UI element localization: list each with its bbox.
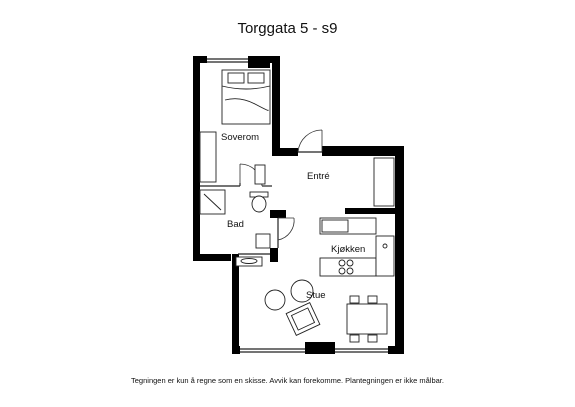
- wall-bottom-mid: [305, 342, 335, 354]
- room-label-entre: Entré: [307, 171, 330, 182]
- wall-bottom-left: [232, 346, 240, 354]
- bed-pillow-left: [227, 72, 245, 84]
- plan-title: Torggata 5 - s9: [237, 20, 338, 37]
- armchair: [285, 302, 321, 336]
- dining-chair: [367, 295, 378, 304]
- bedroom-furniture: [199, 69, 271, 185]
- shelf: [254, 164, 266, 185]
- wall-right: [395, 146, 404, 354]
- bath-fixtures: [199, 189, 271, 267]
- room-label-kjokken: Kjøkken: [331, 244, 366, 255]
- toilet-bowl: [251, 195, 267, 213]
- room-label-stue: Stue: [306, 290, 326, 301]
- chair-round-1: [264, 289, 286, 311]
- dining-chair: [367, 334, 378, 343]
- dining-table: [346, 303, 388, 335]
- wall-entry-top-right: [322, 146, 404, 156]
- wardrobe: [199, 131, 217, 183]
- bed-pillow-right: [247, 72, 265, 84]
- doors: [239, 129, 323, 241]
- wall-bath-right-top: [270, 210, 286, 218]
- room-label-soverom: Soverom: [221, 132, 260, 143]
- wall-bath-right-bottom: [270, 248, 278, 262]
- wall-living-left: [232, 254, 239, 354]
- room-label-bad: Bad: [227, 219, 244, 230]
- fridge: [375, 235, 395, 277]
- wall-bedroom-right: [272, 56, 280, 156]
- wall-right-notch: [345, 208, 400, 214]
- chair-round-2: [290, 279, 314, 303]
- wall-bedroom-left: [193, 56, 200, 261]
- disclaimer-caption: Tegningen er kun å regne som en skisse. …: [131, 376, 444, 385]
- door-bath: [277, 217, 295, 241]
- living-furniture: [264, 279, 388, 343]
- entry-wardrobe: [373, 157, 395, 207]
- wall-bottom-right: [388, 346, 404, 354]
- walls: [193, 56, 404, 354]
- entry-furniture: [373, 157, 395, 207]
- washer: [255, 233, 271, 249]
- door-entry: [297, 129, 323, 153]
- stove: [338, 259, 354, 275]
- wall-bath-bottom: [193, 254, 231, 261]
- wall-entry-top-left: [272, 148, 298, 156]
- kitchen-fixtures: [319, 217, 395, 277]
- wall-bedroom-top-left: [193, 56, 207, 63]
- dining-chair: [349, 334, 360, 343]
- wall-bedroom-top-block: [248, 56, 270, 68]
- dining-chair: [349, 295, 360, 304]
